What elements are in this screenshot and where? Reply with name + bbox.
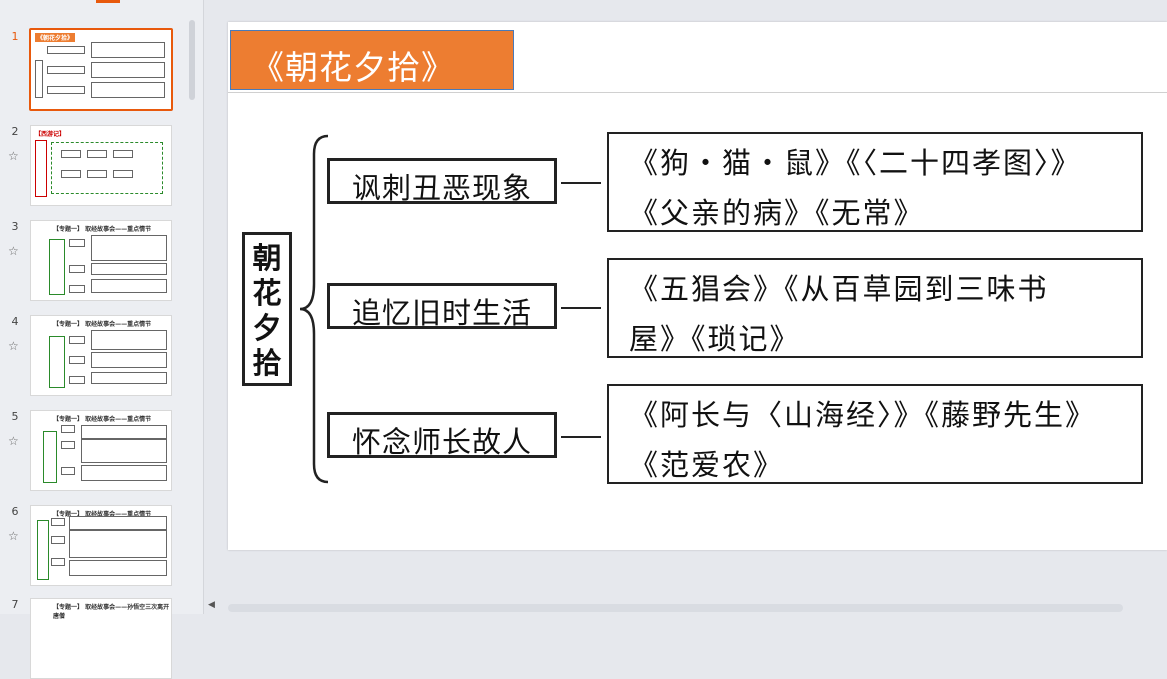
- thumbnail-scrollbar[interactable]: [189, 20, 195, 100]
- slide-title-box[interactable]: 《朝花夕拾》: [230, 30, 514, 90]
- slide-thumbnail-image[interactable]: 《朝花夕拾》: [29, 28, 173, 111]
- star-icon[interactable]: ☆: [8, 149, 19, 163]
- works-line: 《阿长与〈山海经〉》《藤野先生》: [629, 398, 1097, 432]
- category-label: 讽刺丑恶现象: [351, 171, 532, 205]
- slide-thumbnail-image[interactable]: 【西游记】: [30, 125, 172, 206]
- thumbnail-title: 【专题一】 取经故事会——重点情节: [53, 416, 152, 423]
- thumbnail-title: 【专题一】 取经故事会——孙悟空三次离开唐僧: [53, 604, 170, 620]
- slide-thumbnail-image[interactable]: 【专题一】 取经故事会——重点情节: [30, 505, 172, 586]
- star-icon[interactable]: ☆: [8, 339, 19, 353]
- works-line: 《狗・猫・鼠》《〈二十四孝图〉》: [629, 146, 1082, 180]
- connector-line: [561, 436, 601, 438]
- connector-line: [561, 307, 601, 309]
- title-divider: [228, 92, 1167, 93]
- star-icon[interactable]: ☆: [8, 434, 19, 448]
- slide-thumbnail-image[interactable]: 【专题一】 取经故事会——重点情节: [30, 315, 172, 396]
- root-node: 朝花夕拾: [242, 232, 292, 386]
- works-line: 《五猖会》《从百草园到三味书: [629, 272, 1049, 306]
- slide-thumbnail-pane: 1 《朝花夕拾》 2 ☆ 【西游记】 3 ☆: [0, 0, 204, 679]
- slide-thumbnail-image[interactable]: 【专题一】 取经故事会——重点情节: [30, 410, 172, 491]
- category-label: 怀念师长故人: [351, 425, 532, 459]
- slide-number: 1: [11, 30, 19, 43]
- works-node-satire: 《狗・猫・鼠》《〈二十四孝图〉》 《父亲的病》《无常》: [607, 132, 1143, 232]
- slide-title: 《朝花夕拾》: [251, 48, 455, 87]
- slide-number: 6: [11, 505, 19, 518]
- scroll-left-icon[interactable]: ◀: [208, 600, 215, 610]
- thumbnail-title: 【专题一】 取经故事会——重点情节: [53, 226, 152, 233]
- root-label: 朝花夕拾: [252, 241, 282, 380]
- slide-number: 3: [11, 220, 19, 233]
- category-label: 追忆旧时生活: [351, 296, 532, 330]
- works-line: 《范爱农》: [629, 448, 785, 482]
- slide-thumbnail-image[interactable]: 【专题一】 取经故事会——孙悟空三次离开唐僧: [30, 598, 172, 679]
- thumbnail-title: 【专题一】 取经故事会——重点情节: [53, 511, 152, 518]
- star-icon[interactable]: ☆: [8, 244, 19, 258]
- category-node-memories: 追忆旧时生活: [327, 283, 557, 330]
- star-icon[interactable]: ☆: [8, 529, 19, 543]
- category-node-mentors: 怀念师长故人: [327, 412, 557, 459]
- thumbnail-title: 【西游记】: [35, 131, 66, 138]
- thumbnail-title: 《朝花夕拾》: [35, 33, 76, 42]
- slide-number: 7: [11, 598, 19, 611]
- connector-line: [561, 182, 601, 184]
- works-line: 《父亲的病》《无常》: [629, 196, 925, 230]
- slide-number: 4: [11, 315, 19, 328]
- slide-canvas[interactable]: 《朝花夕拾》 朝花夕拾 讽刺丑恶现象 《狗・猫・鼠》《〈二十四孝图〉》 《父亲的…: [228, 22, 1167, 550]
- works-line: 屋》《琐记》: [629, 322, 801, 356]
- horizontal-scrollbar[interactable]: [228, 604, 1123, 612]
- slide-number: 2: [11, 125, 19, 138]
- thumbnail-title: 【专题一】 取经故事会——重点情节: [53, 321, 152, 328]
- works-node-mentors: 《阿长与〈山海经〉》《藤野先生》 《范爱农》: [607, 384, 1143, 484]
- left-brace: [299, 134, 329, 484]
- slide-thumbnail-image[interactable]: 【专题一】 取经故事会——重点情节: [30, 220, 172, 301]
- works-node-memories: 《五猖会》《从百草园到三味书 屋》《琐记》: [607, 258, 1143, 358]
- slide-number: 5: [11, 410, 19, 423]
- thumbnail-tab-indicator: [96, 0, 120, 3]
- category-node-satire: 讽刺丑恶现象: [327, 158, 557, 205]
